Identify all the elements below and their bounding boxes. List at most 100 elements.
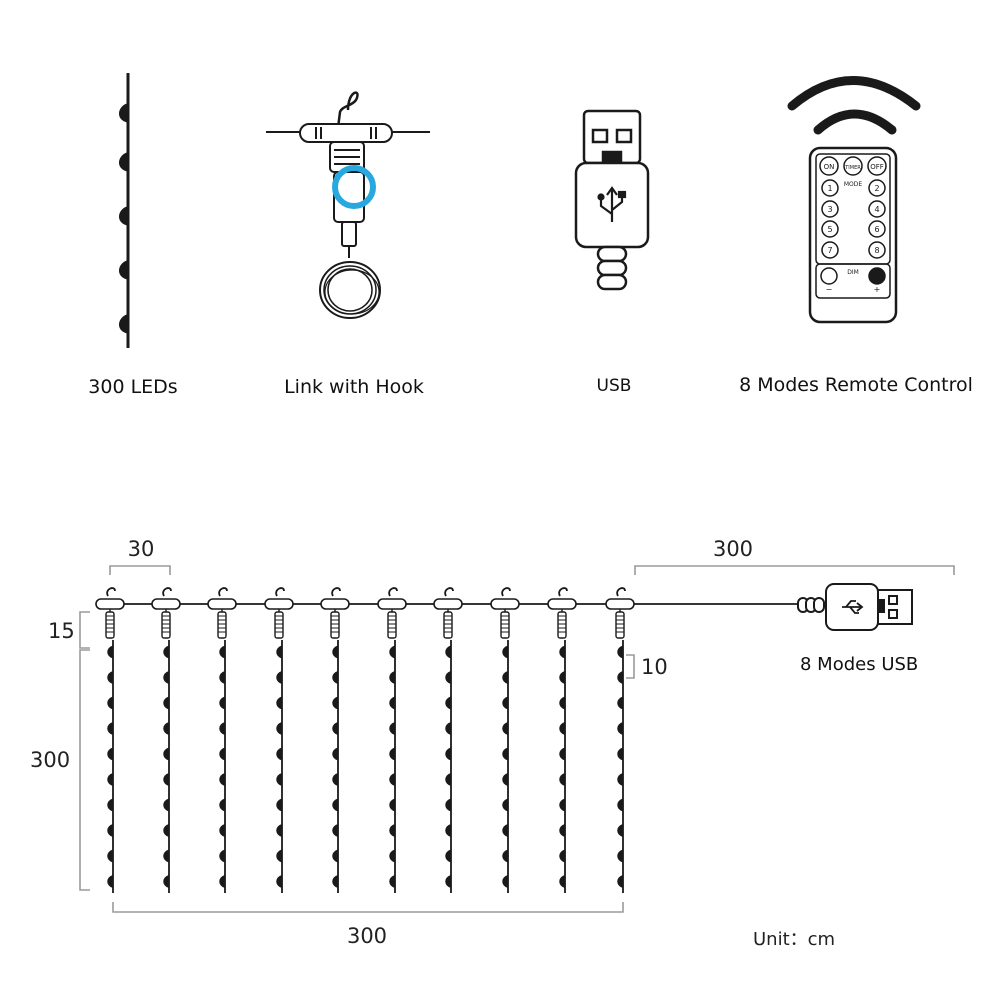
curtain-led-icon [107,823,114,838]
curtain-led-icon [163,798,170,812]
curtain-led-icon [107,721,114,736]
curtain-led-icon [276,645,283,659]
curtain-led-icon [219,670,226,685]
curtain-strand [377,587,407,893]
remote-button-label: TIMER [844,165,861,171]
curtain-led-icon [389,721,396,736]
curtain-led-icon [276,823,283,838]
curtain-led-icon [219,772,226,787]
dim-top-drop: 15 [48,619,75,643]
remote-button-label: OFF [870,163,884,171]
curtain-strand [95,587,125,893]
curtain-led-icon [559,849,566,863]
led-bulb-icon [119,314,128,334]
curtain-led-icon [107,772,114,787]
curtain-led-icon [276,670,283,685]
dim-up-icon [868,267,886,285]
curtain-led-icon [502,670,509,685]
curtain-led-icon [332,823,339,838]
curtain-led-icon [107,798,114,812]
remote-number-button [821,220,839,238]
curtain-led-icon [163,747,170,761]
usb-caption: 8 Modes USB [800,654,919,675]
remote-number-label: 6 [874,225,879,234]
curtain-led-icon [219,823,226,838]
curtain-led-icon [445,874,452,889]
curtain-led-icon [617,645,624,659]
curtain-led-icon [617,798,624,812]
curtain-strand [151,587,181,893]
dim-strand-length: 300 [30,748,71,772]
hook-connector-icon [266,91,430,319]
curtain-led-icon [445,696,452,710]
curtain-led-icon [332,772,339,787]
curtain-led-icon [163,849,170,863]
curtain-led-icon [107,696,114,710]
led-bulb-icon [119,152,128,172]
curtain-led-icon [389,696,396,710]
curtain-led-icon [332,747,339,761]
curtain-strand [433,587,463,893]
led-strand-icon [119,73,130,348]
dim-lead-length: 300 [712,537,754,561]
curtain-led-icon [107,747,114,761]
curtain-led-icon [332,721,339,736]
curtain-strand [264,587,294,893]
curtain-led-icon [502,645,509,659]
curtain-led-icon [389,747,396,761]
remote-plus-label: + [874,285,881,294]
curtain-led-icon [389,772,396,787]
curtain-led-icon [389,670,396,685]
remote-number-button [821,241,839,259]
curtain-strand [605,587,635,893]
curtain-led-icon [445,849,452,863]
curtain-led-icon [502,798,509,812]
curtain-led-icon [163,721,170,736]
remote-button [867,156,887,176]
curtain-led-icon [276,747,283,761]
curtain-strand [207,587,237,893]
curtain-led-icon [559,696,566,710]
curtain-led-icon [332,874,339,889]
curtain-led-icon [219,747,226,761]
usb-connector-icon [797,583,913,631]
curtain-led-icon [445,645,452,659]
curtain-led-icon [219,798,226,812]
curtain-led-icon [219,721,226,736]
curtain-led-icon [107,849,114,863]
curtain-led-icon [559,670,566,685]
curtain-led-icon [163,670,170,685]
curtain-led-icon [107,670,114,685]
curtain-led-icon [559,823,566,838]
remote-number-label: 4 [874,205,879,214]
curtain-led-icon [332,849,339,863]
curtain-led-icon [163,823,170,838]
curtain-led-icon [445,798,452,812]
curtain-led-icon [107,645,114,659]
remote-number-button [868,179,886,197]
curtain-led-icon [617,670,624,685]
feature-label-usb: USB [596,376,632,396]
remote-dim-label: DIM [847,269,859,276]
curtain-led-icon [445,823,452,838]
curtain-led-icon [276,849,283,863]
curtain-led-icon [617,874,624,889]
curtain-led-icon [219,696,226,710]
remote-button [843,156,863,176]
curtain-led-icon [617,772,624,787]
curtain-led-icon [559,747,566,761]
curtain-led-icon [107,874,114,889]
usb-plug-icon [574,109,650,291]
remote-number-button [868,200,886,218]
dimension-lines [79,565,955,913]
remote-number-button [821,200,839,218]
curtain-led-icon [163,696,170,710]
curtain-led-icon [163,874,170,889]
remote-number-label: 1 [827,184,832,193]
curtain-led-icon [332,670,339,685]
remote-minus-label: − [826,285,833,294]
remote-button-label: ON [824,163,835,171]
dim-down-icon [820,267,838,285]
led-bulb-icon [119,206,128,226]
